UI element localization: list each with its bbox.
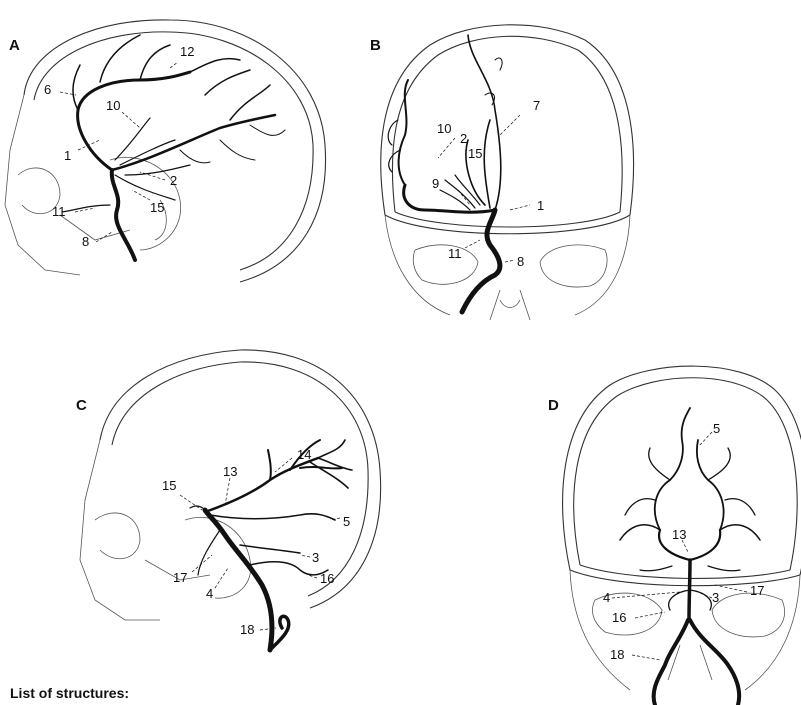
panel-b-skull-inner [392,36,622,212]
panel-a-label-12: 12 [180,44,194,59]
panel-a-label-2: 2 [170,173,177,188]
panel-d-label-18: 18 [610,647,624,662]
panel-c-label-15: 15 [162,478,176,493]
panel-d: D 5 13 4 3 17 16 18 [548,366,801,705]
panel-c-label-14: 14 [297,447,311,462]
panel-a-letter: A [9,37,20,54]
panel-d-label-5: 5 [713,421,720,436]
panel-b-face [385,215,630,320]
panel-d-vessels [620,408,760,705]
panel-d-label-3: 3 [712,590,719,605]
panel-c-label-3: 3 [312,550,319,565]
panel-c-skull-inner [112,362,368,596]
panel-d-label-17: 17 [750,583,764,598]
panel-c-letter: C [76,397,87,414]
panel-b-letter: B [370,37,381,54]
panel-c-label-17: 17 [173,570,187,585]
panel-d-label-13: 13 [672,527,686,542]
panel-c-label-13: 13 [223,464,237,479]
panel-b-label-15: 15 [468,146,482,161]
panel-d-skull-outer [563,366,801,575]
panel-d-letter: D [548,397,559,414]
structures-list-heading: List of structures: [10,685,129,701]
panel-d-cranial-floor [570,565,800,586]
panel-d-label-16: 16 [612,610,626,625]
panel-b-label-9: 9 [432,176,439,191]
panel-b: B 7 10 2 15 9 1 11 8 [370,25,634,320]
panel-a-label-10: 10 [106,98,120,113]
panel-a-skull-inner [34,32,313,270]
panel-c-label-18: 18 [240,622,254,637]
panel-a-label-1: 1 [64,148,71,163]
panel-b-label-8: 8 [517,254,524,269]
panel-b-label-1: 1 [537,198,544,213]
panel-c-label-5: 5 [343,514,350,529]
panel-a-label-11: 11 [52,204,66,219]
panel-a-label-15: 15 [150,200,164,215]
panel-a: A 12 6 10 1 2 15 11 8 [5,20,326,282]
panel-c-skull-outer [100,350,381,608]
panel-b-cranial-floor [385,212,630,234]
panel-b-label-10: 10 [437,121,451,136]
panel-b-vessels [388,35,502,312]
panel-b-label-11: 11 [448,246,462,261]
panel-d-label-4: 4 [603,590,610,605]
panel-c: C 14 13 15 5 3 17 4 16 18 [76,350,381,650]
panel-c-vessels [190,440,352,650]
panel-b-skull-outer [381,25,634,215]
panel-b-label-7: 7 [533,98,540,113]
panel-a-vessels [62,35,285,260]
panel-b-label-2: 2 [460,131,467,146]
panel-a-label-8: 8 [82,234,89,249]
panel-a-label-6: 6 [44,82,51,97]
panel-a-face [5,95,181,275]
panel-c-label-4: 4 [206,586,213,601]
panel-c-label-16: 16 [320,571,334,586]
